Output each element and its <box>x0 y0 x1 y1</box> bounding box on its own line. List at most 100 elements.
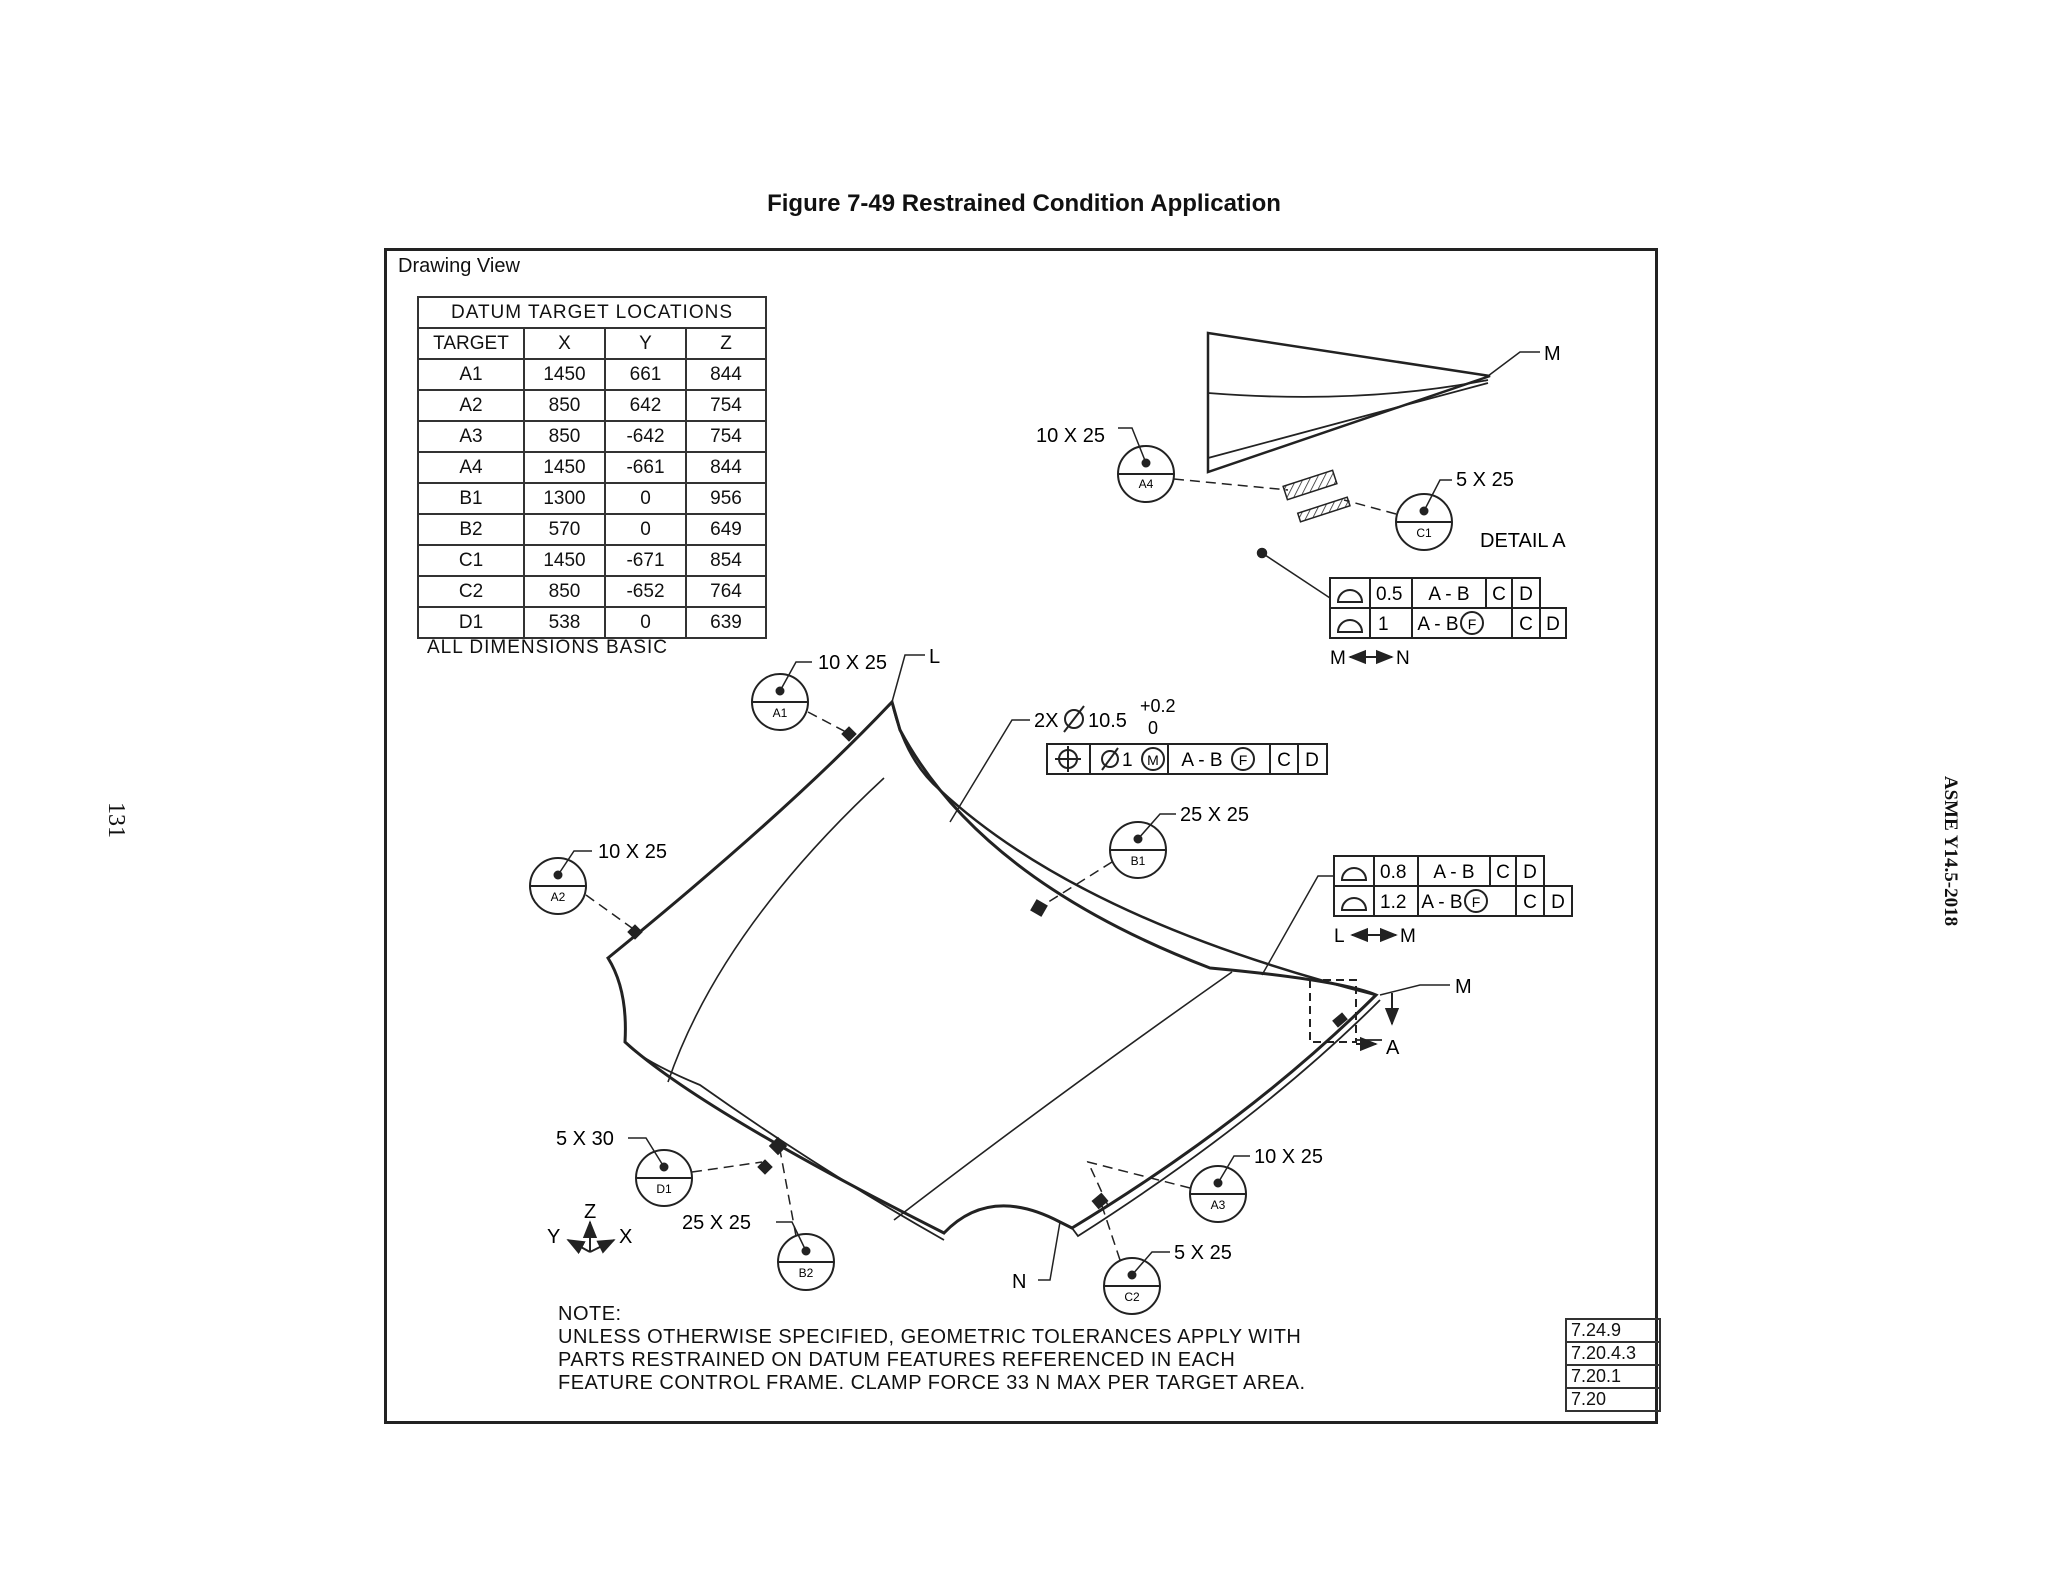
hole-fcf <box>1046 743 1328 775</box>
point-l-leader <box>891 654 925 703</box>
note-heading: NOTE: <box>558 1303 622 1325</box>
hole-fcf-datum: C <box>1277 750 1291 771</box>
all-dimensions-note: ALL DIMENSIONS BASIC <box>427 637 669 658</box>
table-title: DATUM TARGET LOCATIONS <box>417 296 767 329</box>
table-cell: 0 <box>604 606 687 639</box>
target-area-a4 <box>1282 469 1338 501</box>
detail-fcf1-datum: C <box>1492 584 1506 605</box>
target-size-a2: 10 X 25 <box>598 841 667 863</box>
target-symbol-c2 <box>1101 1205 1170 1315</box>
table-cell: 538 <box>523 606 606 639</box>
table-header: Z <box>685 327 767 360</box>
table-header: X <box>523 327 606 360</box>
profile-fcf1-tol: 0.8 <box>1380 862 1406 883</box>
table-cell: 649 <box>685 513 767 546</box>
profile-fcf2-datum: C <box>1523 892 1537 913</box>
target-size-a4: 10 X 25 <box>1036 425 1105 447</box>
profile-fcf-2 <box>1333 885 1573 917</box>
table-cell: 754 <box>685 389 767 422</box>
target-size-d1: 5 X 30 <box>556 1128 614 1150</box>
target-label-c2: C2 <box>1124 1290 1140 1304</box>
point-label-l: L <box>929 646 940 668</box>
hole-tol-lower: 0 <box>1148 718 1158 738</box>
detail-fcf1-tol: 0.5 <box>1376 584 1402 605</box>
detail-point-m: M <box>1544 343 1561 365</box>
hole-prefix: 2X <box>1034 710 1058 732</box>
detail-fcf2-modifier: F <box>1468 616 1477 632</box>
target-symbol-a1 <box>751 661 847 733</box>
table-cell: 1450 <box>523 451 606 484</box>
detail-fcf-2 <box>1329 607 1567 639</box>
detail-a-view <box>1206 331 1540 599</box>
table-cell: 570 <box>523 513 606 546</box>
table-cell: -671 <box>604 544 687 577</box>
table-cell: 0 <box>604 482 687 515</box>
target-label-b2: B2 <box>799 1266 814 1280</box>
table-cell: 844 <box>685 451 767 484</box>
reference-cell: 7.24.9 <box>1565 1318 1661 1343</box>
target-mark-b1 <box>1030 899 1048 917</box>
table-cell: 639 <box>685 606 767 639</box>
detail-fcf2-tol: 1 <box>1378 614 1389 635</box>
hole-fcf-datum: F <box>1239 752 1248 768</box>
target-mark-d1 <box>757 1159 773 1175</box>
table-cell: 661 <box>604 358 687 391</box>
target-symbol-a4 <box>1117 427 1289 503</box>
target-symbol-a3 <box>1086 1155 1250 1223</box>
hood-crease-left <box>667 777 885 1083</box>
detail-fcf1-datum: A - B <box>1428 584 1469 605</box>
table-cell: 850 <box>523 420 606 453</box>
profile-between-to: M <box>1400 926 1416 947</box>
detail-fcf-1 <box>1329 577 1541 609</box>
note-line: UNLESS OTHERWISE SPECIFIED, GEOMETRIC TO… <box>558 1326 1302 1348</box>
table-header: Y <box>604 327 687 360</box>
detail-fcf2-datum: D <box>1546 614 1560 635</box>
hood-front-edge <box>890 701 1377 997</box>
target-label-d1: D1 <box>656 1182 672 1196</box>
profile-fcf2-datum: A - B <box>1421 892 1462 913</box>
target-symbol-d1 <box>628 1137 763 1207</box>
table-cell: 0 <box>604 513 687 546</box>
table-cell: 850 <box>523 389 606 422</box>
table-cell: 854 <box>685 544 767 577</box>
table-cell: -642 <box>604 420 687 453</box>
table-cell: 764 <box>685 575 767 608</box>
hole-tol-upper: +0.2 <box>1140 696 1176 716</box>
hole-fcf-datum: A - B <box>1181 750 1222 771</box>
target-symbol-b1 <box>1041 813 1176 907</box>
note-line: PARTS RESTRAINED ON DATUM FEATURES REFER… <box>558 1349 1236 1371</box>
hole-fcf-modifier: M <box>1147 752 1159 768</box>
target-label-c1: C1 <box>1416 526 1432 540</box>
table-cell: 844 <box>685 358 767 391</box>
axis-y-label: Y <box>547 1226 560 1248</box>
target-area-c1 <box>1296 496 1351 523</box>
detail-leader <box>1261 552 1331 599</box>
hood-side-flange <box>1071 999 1381 1238</box>
table-cell: 754 <box>685 420 767 453</box>
hole-diameter: 10.5 <box>1088 710 1127 732</box>
detail-between-to: N <box>1396 648 1410 669</box>
axis-triad <box>566 1220 616 1255</box>
target-size-b2: 25 X 25 <box>682 1212 751 1234</box>
table-cell: A2 <box>417 389 525 422</box>
figure-title: Figure 7-49 Restrained Condition Applica… <box>767 190 1281 217</box>
profile-fcf2-tol: 1.2 <box>1380 892 1406 913</box>
point-label-n: N <box>1012 1271 1026 1293</box>
table-cell: 1300 <box>523 482 606 515</box>
detail-fcf1-datum: D <box>1519 584 1533 605</box>
point-label-m: M <box>1455 976 1472 998</box>
detail-fcf2-datum: C <box>1519 614 1533 635</box>
target-label-a3: A3 <box>1211 1198 1226 1212</box>
hole-fcf-tol: 1 <box>1122 750 1133 771</box>
axis-x-label: X <box>619 1226 632 1248</box>
table-cell: A4 <box>417 451 525 484</box>
target-size-a1: 10 X 25 <box>818 652 887 674</box>
target-symbol-b2 <box>776 1149 835 1291</box>
